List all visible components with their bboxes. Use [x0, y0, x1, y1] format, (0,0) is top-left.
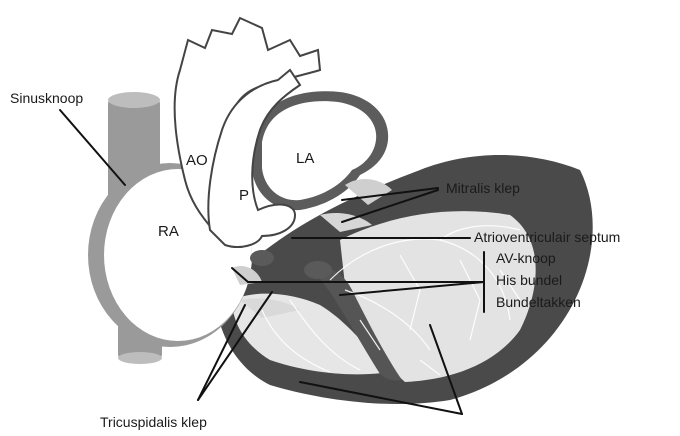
his-bundel-label: His bundel [496, 272, 562, 288]
ao-label: AO [186, 152, 208, 169]
ra-label: RA [158, 223, 179, 240]
septum-label: Atrioventriculair septum [474, 229, 620, 245]
mitralis-label: Mitralis klep [446, 180, 520, 196]
bundeltakken-label: Bundeltakken [496, 294, 581, 310]
sinusknoop-label: Sinusknoop [10, 90, 83, 106]
av-knoop-label: AV-knoop [496, 250, 556, 266]
tricuspidalis-label: Tricuspidalis klep [100, 414, 207, 430]
p-label: P [239, 187, 249, 204]
la-label: LA [296, 150, 314, 167]
